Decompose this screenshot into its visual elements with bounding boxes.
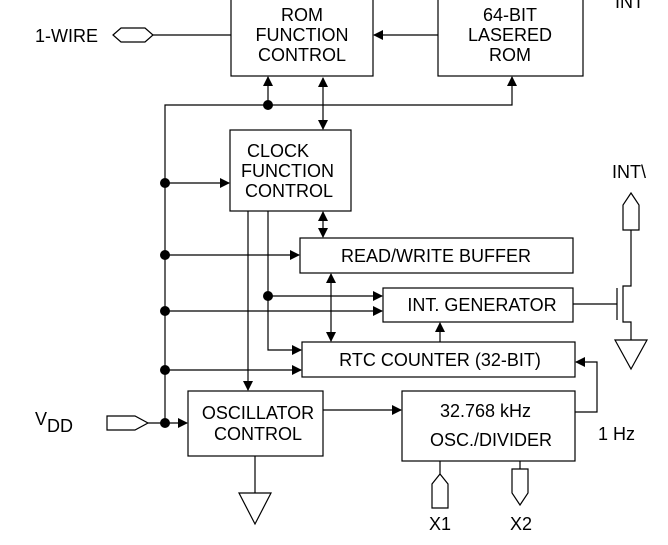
svg-text:CONTROL: CONTROL xyxy=(214,424,302,444)
one-wire-label: 1-WIRE xyxy=(35,26,98,46)
svg-text:ROM: ROM xyxy=(489,45,531,65)
one-hz-label: 1 Hz xyxy=(598,424,635,444)
svg-text:INT. GENERATOR: INT. GENERATOR xyxy=(407,295,556,315)
read-write-buffer-block: READ/WRITE BUFFER xyxy=(299,237,574,274)
svg-text:FUNCTION: FUNCTION xyxy=(241,161,334,181)
rom-function-control-block: ROM FUNCTION CONTROL xyxy=(230,0,374,77)
ground-icon xyxy=(613,339,649,371)
int-top-label: INT xyxy=(615,0,644,12)
int-generator-block: INT. GENERATOR xyxy=(382,287,574,323)
vdd-label: VDD xyxy=(35,409,73,436)
vdd-pin-icon xyxy=(106,415,150,431)
svg-text:32.768 kHz: 32.768 kHz xyxy=(440,401,531,421)
svg-text:ROM: ROM xyxy=(281,5,323,25)
rtc-counter-block: RTC COUNTER (32-BIT) xyxy=(301,341,576,378)
lasered-rom-block: 64-BIT LASERED ROM xyxy=(437,0,584,77)
int-pin-icon xyxy=(622,191,640,231)
svg-text:64-BIT: 64-BIT xyxy=(483,5,537,25)
oscillator-control-block: OSCILLATOR CONTROL xyxy=(187,390,324,457)
osc-divider-block: 32.768 kHz OSC./DIVIDER xyxy=(401,390,576,462)
one-hz-arrow xyxy=(575,357,598,413)
svg-text:OSCILLATOR: OSCILLATOR xyxy=(202,403,314,423)
svg-text:CLOCK: CLOCK xyxy=(247,141,309,161)
transistor-icon xyxy=(573,230,632,340)
svg-text:LASERED: LASERED xyxy=(468,25,552,45)
x2-label: X2 xyxy=(510,514,532,534)
svg-text:READ/WRITE BUFFER: READ/WRITE BUFFER xyxy=(341,246,531,266)
svg-text:CONTROL: CONTROL xyxy=(258,45,346,65)
clock-function-control-block: CLOCK FUNCTION CONTROL xyxy=(229,129,352,212)
one-wire-pin-icon xyxy=(112,27,154,43)
x1-label: X1 xyxy=(429,514,451,534)
svg-text:RTC COUNTER (32-BIT): RTC COUNTER (32-BIT) xyxy=(339,350,541,370)
int-label: INT\ xyxy=(612,162,646,182)
junction-dot xyxy=(160,418,170,428)
x2-pin-icon xyxy=(511,468,529,507)
ground-icon xyxy=(238,492,272,526)
x1-pin-icon xyxy=(431,473,449,509)
svg-text:CONTROL: CONTROL xyxy=(245,181,333,201)
vdd-bus-line xyxy=(164,76,517,422)
clock-to-rtc-arrow xyxy=(267,211,302,355)
svg-text:OSC./DIVIDER: OSC./DIVIDER xyxy=(430,430,552,450)
svg-text:FUNCTION: FUNCTION xyxy=(256,25,349,45)
